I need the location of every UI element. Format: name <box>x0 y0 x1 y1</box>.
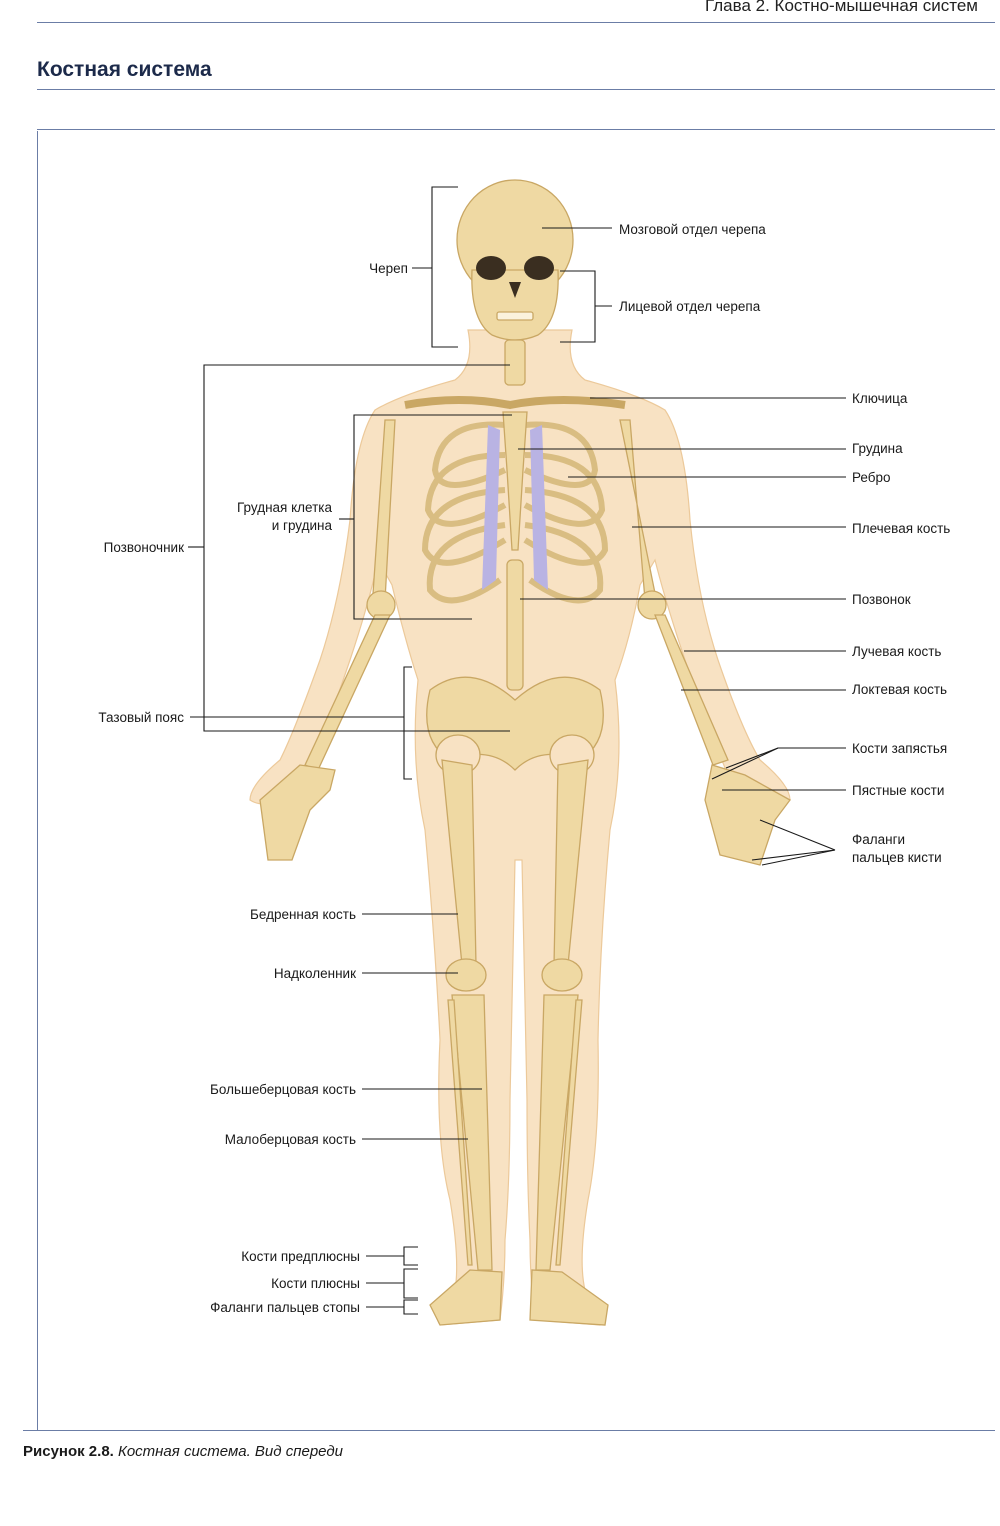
costal-cartilage-left <box>482 425 500 590</box>
rib-cage <box>421 421 609 604</box>
label-ulna: Локтевая кость <box>852 682 947 697</box>
teeth <box>496 311 534 321</box>
pelvis-bracket <box>403 666 412 780</box>
label-pelvis: Тазовый пояс <box>98 710 184 725</box>
cervical-spine <box>504 339 526 386</box>
tarsals-bracket <box>403 1246 418 1266</box>
label-rib: Ребро <box>852 470 891 485</box>
label-metatarsals: Кости плюсны <box>271 1276 360 1291</box>
running-head: Глава 2. Костно-мышечная систем <box>705 0 978 15</box>
label-thorax-line1: Грудная клетка <box>237 500 332 515</box>
right-fibula <box>555 999 583 1266</box>
label-phalanges-hand-line2: пальцев кисти <box>852 850 942 865</box>
right-orbit <box>524 256 554 280</box>
label-clavicle: Ключица <box>852 391 908 406</box>
diagram-labels: Череп Мозговой отдел черепа Лицевой отде… <box>98 222 950 1315</box>
leader-lines <box>188 186 846 1315</box>
label-spine: Позвоночник <box>104 540 184 555</box>
label-skull: Череп <box>369 261 408 276</box>
label-humerus: Плечевая кость <box>852 521 950 536</box>
metatarsals-bracket <box>403 1268 418 1299</box>
label-sternum: Грудина <box>852 441 903 456</box>
left-fibula <box>447 999 473 1266</box>
left-foot <box>429 1269 503 1326</box>
label-tarsals: Кости предплюсны <box>241 1249 360 1264</box>
left-orbit <box>476 256 506 280</box>
sternum-bone <box>502 411 528 551</box>
right-patella <box>541 958 583 992</box>
right-foot <box>529 1269 609 1326</box>
header-rule <box>37 22 995 23</box>
left-tibia <box>451 994 493 1271</box>
label-carpals: Кости запястья <box>852 741 947 756</box>
label-patella: Надколенник <box>274 966 356 981</box>
right-elbow <box>637 590 667 620</box>
lumbar-spine <box>506 559 524 691</box>
frame-left-rule <box>37 131 38 1431</box>
nasal-cavity <box>509 282 521 298</box>
spine-bracket <box>203 364 510 732</box>
skull-bracket <box>431 186 458 348</box>
section-title: Костная система <box>37 58 212 81</box>
phalanges-foot-bracket <box>403 1299 418 1315</box>
caption-text: Костная система. Вид спереди <box>118 1443 343 1460</box>
label-facial: Лицевой отдел черепа <box>619 299 761 314</box>
label-thorax-line2: и грудина <box>272 518 333 533</box>
label-vertebra: Позвонок <box>852 592 911 607</box>
figure-caption: Рисунок 2.8. Костная система. Вид сперед… <box>23 1443 343 1460</box>
label-fibula: Малоберцовая кость <box>225 1132 356 1147</box>
caption-number: Рисунок 2.8. <box>23 1443 114 1460</box>
frame-top-rule <box>37 129 995 130</box>
skeleton-bones <box>259 179 791 1326</box>
costal-cartilage-right <box>530 425 548 590</box>
label-tibia: Большеберцовая кость <box>210 1082 356 1097</box>
label-cranium: Мозговой отдел черепа <box>619 222 766 237</box>
label-femur: Бедренная кость <box>250 907 356 922</box>
thorax-bracket <box>353 414 512 620</box>
frame-bottom-rule <box>23 1430 995 1431</box>
label-phalanges-hand-line1: Фаланги <box>852 832 905 847</box>
label-metacarpals: Пястные кости <box>852 783 944 798</box>
label-radius: Лучевая кость <box>852 644 941 659</box>
title-rule <box>37 89 995 90</box>
left-patella <box>445 958 487 992</box>
left-hand <box>259 764 336 861</box>
label-phalanges-foot: Фаланги пальцев стопы <box>210 1300 360 1315</box>
clavicles <box>404 396 626 410</box>
